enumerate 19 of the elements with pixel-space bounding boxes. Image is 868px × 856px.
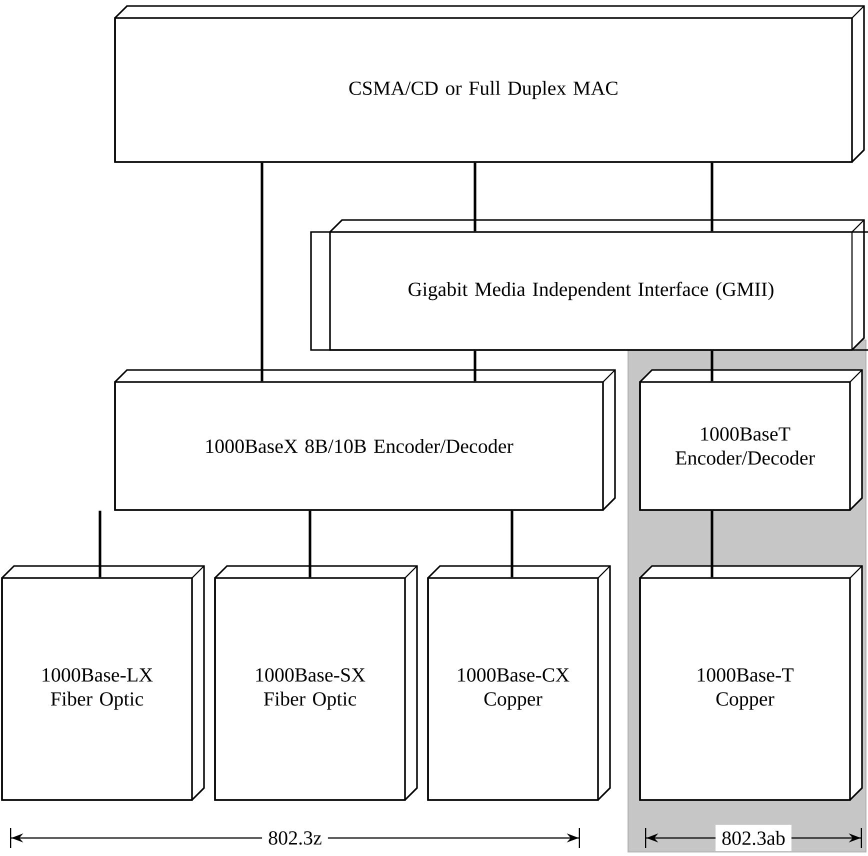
block-box: 1000Base-CX Copper bbox=[427, 565, 611, 801]
connector-line bbox=[98, 510, 102, 578]
block-box: Gigabit Media Independent Interface (GMII) bbox=[310, 219, 868, 351]
connector-line bbox=[710, 510, 714, 578]
dimension-label: 802.3ab bbox=[716, 824, 792, 852]
dimension-label: 802.3z bbox=[262, 825, 328, 851]
connector-line bbox=[710, 350, 714, 382]
connector-line bbox=[510, 510, 514, 578]
block-box: 1000Base-T Copper bbox=[639, 565, 863, 801]
connector-line bbox=[710, 162, 714, 232]
block-box: 1000Base-SX Fiber Optic bbox=[214, 565, 418, 801]
block-box: 1000BaseT Encoder/Decoder bbox=[639, 369, 863, 511]
connector-line bbox=[474, 350, 476, 382]
block-box: CSMA/CD or Full Duplex MAC bbox=[114, 5, 865, 163]
connector-line bbox=[308, 510, 312, 578]
block-box: 1000Base-LX Fiber Optic bbox=[1, 565, 205, 801]
block-box: 1000BaseX 8B/10B Encoder/Decoder bbox=[114, 369, 616, 511]
connector-line bbox=[474, 162, 476, 232]
connector-line bbox=[260, 162, 264, 382]
